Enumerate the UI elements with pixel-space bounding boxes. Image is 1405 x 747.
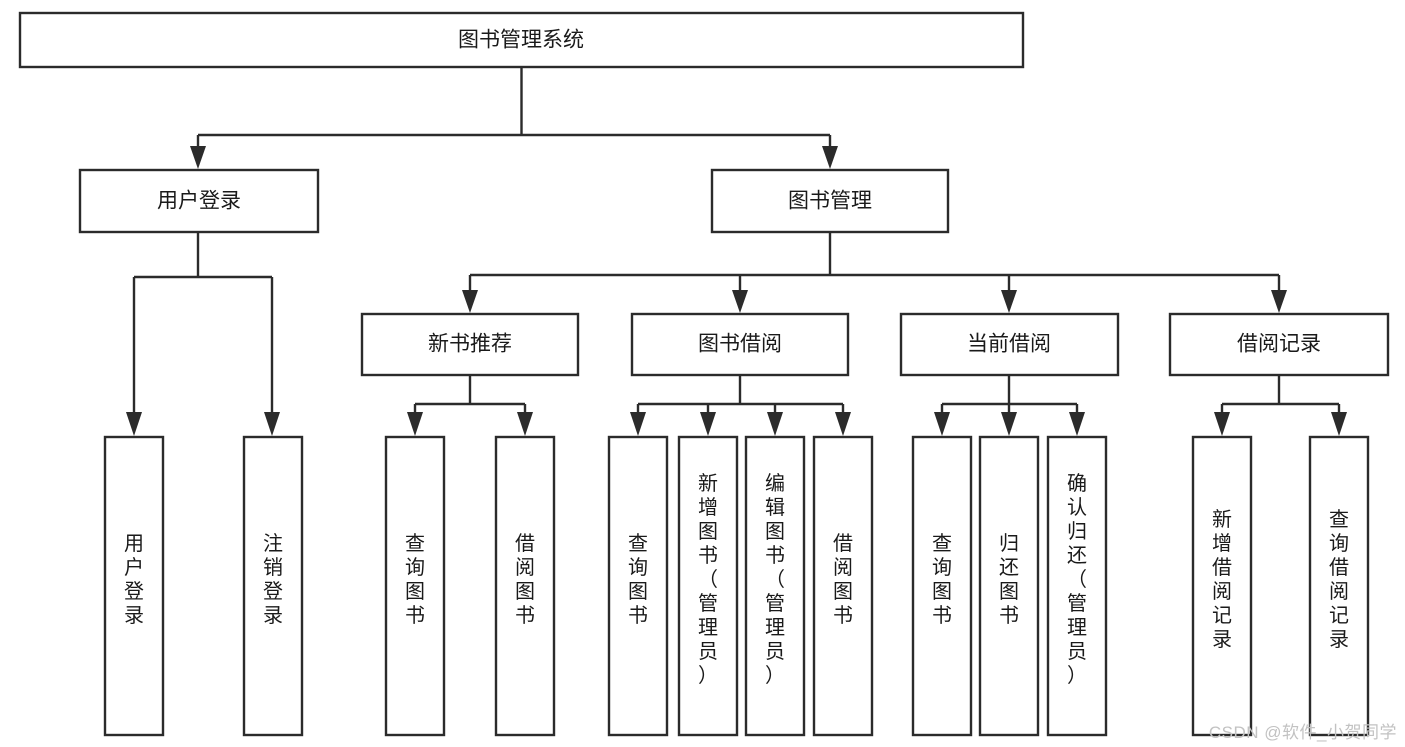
arrow-head-leaf-query-book-2: [630, 412, 646, 436]
arrow-head-current-borrow: [1001, 290, 1017, 313]
node-label-user-login: 用户登录: [157, 190, 241, 213]
node-box-borrow-record[interactable]: [1168, 312, 1390, 377]
arrow-head-leaf-confirm-return-admin: [1069, 412, 1085, 436]
node-label-current-borrow: 当前借阅: [967, 333, 1051, 356]
node-leaf-confirm-return-admin[interactable]: 确认归还（管理员）: [1046, 435, 1108, 737]
node-leaf-borrow-book-1[interactable]: 借阅图书: [494, 435, 556, 737]
node-label-leaf-query-book-2: 查询图书: [628, 532, 648, 627]
node-leaf-query-borrow-record[interactable]: 查询借阅记录: [1308, 435, 1370, 737]
node-leaf-query-book-3[interactable]: 查询图书: [911, 435, 973, 737]
node-box-book-management[interactable]: [710, 168, 950, 234]
arrow-head-leaf-add-book-admin: [700, 412, 716, 436]
node-user-login[interactable]: 用户登录: [78, 168, 320, 234]
node-label-root-system: 图书管理系统: [458, 29, 584, 52]
node-label-new-book-recommend: 新书推荐: [428, 333, 512, 356]
node-label-leaf-return-book: 归还图书: [999, 532, 1019, 627]
node-box-leaf-query-book-3[interactable]: [911, 435, 973, 737]
node-label-borrow-record: 借阅记录: [1237, 333, 1321, 356]
node-current-borrow[interactable]: 当前借阅: [899, 312, 1120, 377]
node-leaf-borrow-book-2[interactable]: 借阅图书: [812, 435, 874, 737]
node-label-book-management: 图书管理: [788, 190, 872, 213]
arrow-head-borrow-record: [1271, 290, 1287, 313]
connector-layer: [126, 67, 1347, 436]
node-label-leaf-edit-book-admin: 编辑图书（管理员）: [765, 472, 785, 687]
arrow-head-leaf-borrow-book-1: [517, 412, 533, 436]
arrow-head-book-borrow: [732, 290, 748, 313]
csdn-watermark: CSDN @软件_小贺同学: [1208, 723, 1397, 742]
arrow-head-leaf-add-borrow-record: [1214, 412, 1230, 436]
node-leaf-add-book-admin[interactable]: 新增图书（管理员）: [677, 435, 739, 737]
arrow-head-user-login: [190, 146, 206, 169]
arrow-head-leaf-return-book: [1001, 412, 1017, 436]
node-box-leaf-query-borrow-record[interactable]: [1308, 435, 1370, 737]
node-label-leaf-query-book-1: 查询图书: [405, 532, 425, 627]
node-borrow-record[interactable]: 借阅记录: [1168, 312, 1390, 377]
node-box-leaf-edit-book-admin[interactable]: [744, 435, 806, 737]
node-box-leaf-query-book-1[interactable]: [384, 435, 446, 737]
node-leaf-edit-book-admin[interactable]: 编辑图书（管理员）: [744, 435, 806, 737]
node-box-book-borrow[interactable]: [630, 312, 850, 377]
node-leaf-query-book-1[interactable]: 查询图书: [384, 435, 446, 737]
node-label-leaf-logout-login: 注销登录: [263, 532, 283, 627]
node-box-leaf-add-borrow-record[interactable]: [1191, 435, 1253, 737]
node-box-root-system[interactable]: [18, 11, 1025, 69]
node-box-leaf-borrow-book-1[interactable]: [494, 435, 556, 737]
arrow-head-leaf-query-book-3: [934, 412, 950, 436]
node-box-new-book-recommend[interactable]: [360, 312, 580, 377]
node-label-leaf-query-book-3: 查询图书: [932, 532, 952, 627]
node-label-leaf-borrow-book-1: 借阅图书: [515, 532, 535, 627]
node-box-leaf-add-book-admin[interactable]: [677, 435, 739, 737]
node-leaf-logout-login[interactable]: 注销登录: [242, 435, 304, 737]
node-book-borrow[interactable]: 图书借阅: [630, 312, 850, 377]
node-label-leaf-add-borrow-record: 新增借阅记录: [1212, 508, 1232, 651]
node-leaf-query-book-2[interactable]: 查询图书: [607, 435, 669, 737]
node-label-book-borrow: 图书借阅: [698, 333, 782, 356]
node-box-leaf-user-login[interactable]: [103, 435, 165, 737]
node-label-leaf-borrow-book-2: 借阅图书: [833, 532, 853, 627]
node-box-user-login[interactable]: [78, 168, 320, 234]
node-leaf-add-borrow-record[interactable]: 新增借阅记录: [1191, 435, 1253, 737]
node-leaf-user-login[interactable]: 用户登录: [103, 435, 165, 737]
arrow-head-leaf-user-login: [126, 412, 142, 436]
arrow-head-leaf-edit-book-admin: [767, 412, 783, 436]
node-root-system[interactable]: 图书管理系统: [18, 11, 1025, 69]
node-label-leaf-query-borrow-record: 查询借阅记录: [1329, 508, 1349, 651]
node-box-leaf-return-book[interactable]: [978, 435, 1040, 737]
node-box-leaf-logout-login[interactable]: [242, 435, 304, 737]
node-box-leaf-borrow-book-2[interactable]: [812, 435, 874, 737]
arrow-head-new-book-recommend: [462, 290, 478, 313]
node-label-leaf-user-login: 用户登录: [124, 533, 144, 627]
node-new-book-recommend[interactable]: 新书推荐: [360, 312, 580, 377]
node-box-leaf-query-book-2[interactable]: [607, 435, 669, 737]
node-leaf-return-book[interactable]: 归还图书: [978, 435, 1040, 737]
node-label-leaf-confirm-return-admin: 确认归还（管理员）: [1067, 472, 1087, 687]
arrow-head-leaf-query-borrow-record: [1331, 412, 1347, 436]
node-book-management[interactable]: 图书管理: [710, 168, 950, 234]
arrow-head-leaf-logout-login: [264, 412, 280, 436]
arrow-head-leaf-query-book-1: [407, 412, 423, 436]
node-label-leaf-add-book-admin: 新增图书（管理员）: [698, 472, 718, 687]
node-box-leaf-confirm-return-admin[interactable]: [1046, 435, 1108, 737]
arrow-head-book-management: [822, 146, 838, 169]
arrow-head-leaf-borrow-book-2: [835, 412, 851, 436]
node-box-current-borrow[interactable]: [899, 312, 1120, 377]
